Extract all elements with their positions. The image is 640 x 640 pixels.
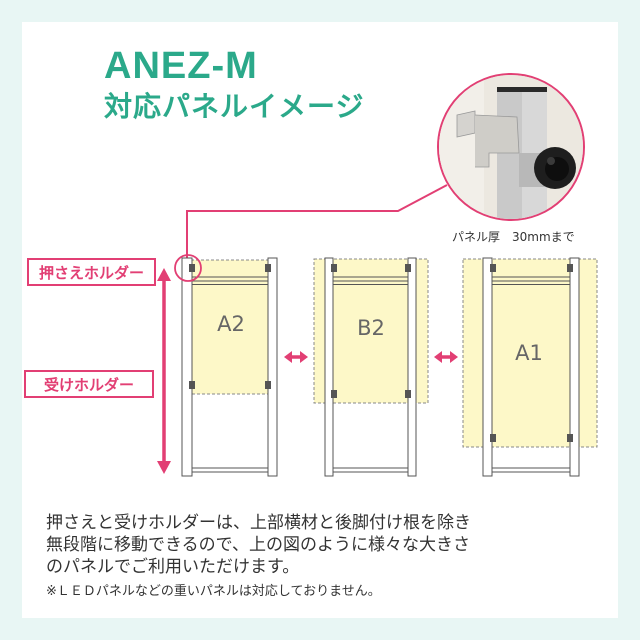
panel-size-label-a2: A2 (217, 312, 245, 336)
heavy-panel-note: ※ＬＥＤパネルなどの重いパネルは対応しておりません。 (46, 584, 381, 599)
description-line: のパネルでご利用いただけます。 (46, 557, 300, 577)
description-text: 押さえと受けホルダーは、上部横材と後脚付け根を除き 無段階に移動できるので、上の… (46, 512, 606, 578)
press-holder-label: 押さえホルダー (27, 258, 156, 286)
stand-frame-a1: A1 (462, 257, 598, 477)
model-title: ANEZ-M (104, 45, 258, 87)
horizontal-arrow-2 (434, 351, 458, 363)
holder-callout-circle (174, 254, 202, 282)
panel-thickness-caption: パネル厚 30mmまで (452, 230, 575, 244)
panel-size-label-a1: A1 (515, 341, 543, 365)
receive-holder-label: 受けホルダー (24, 370, 154, 398)
holder-closeup-photo (437, 73, 585, 221)
vertical-range-arrow (157, 268, 171, 474)
stand-frame-a2: A2 (181, 257, 278, 477)
description-line: 押さえと受けホルダーは、上部横材と後脚付け根を除き (46, 513, 471, 533)
page-subtitle: 対応パネルイメージ (104, 90, 365, 123)
panel-size-label-b2: B2 (357, 316, 385, 340)
stand-frame-b2: B2 (313, 257, 429, 477)
callout-connector-line (186, 184, 448, 258)
description-line: 無段階に移動できるので、上の図のように様々な大きさ (46, 535, 470, 555)
holder-knob-illustration (439, 75, 583, 219)
horizontal-arrow-1 (284, 351, 308, 363)
